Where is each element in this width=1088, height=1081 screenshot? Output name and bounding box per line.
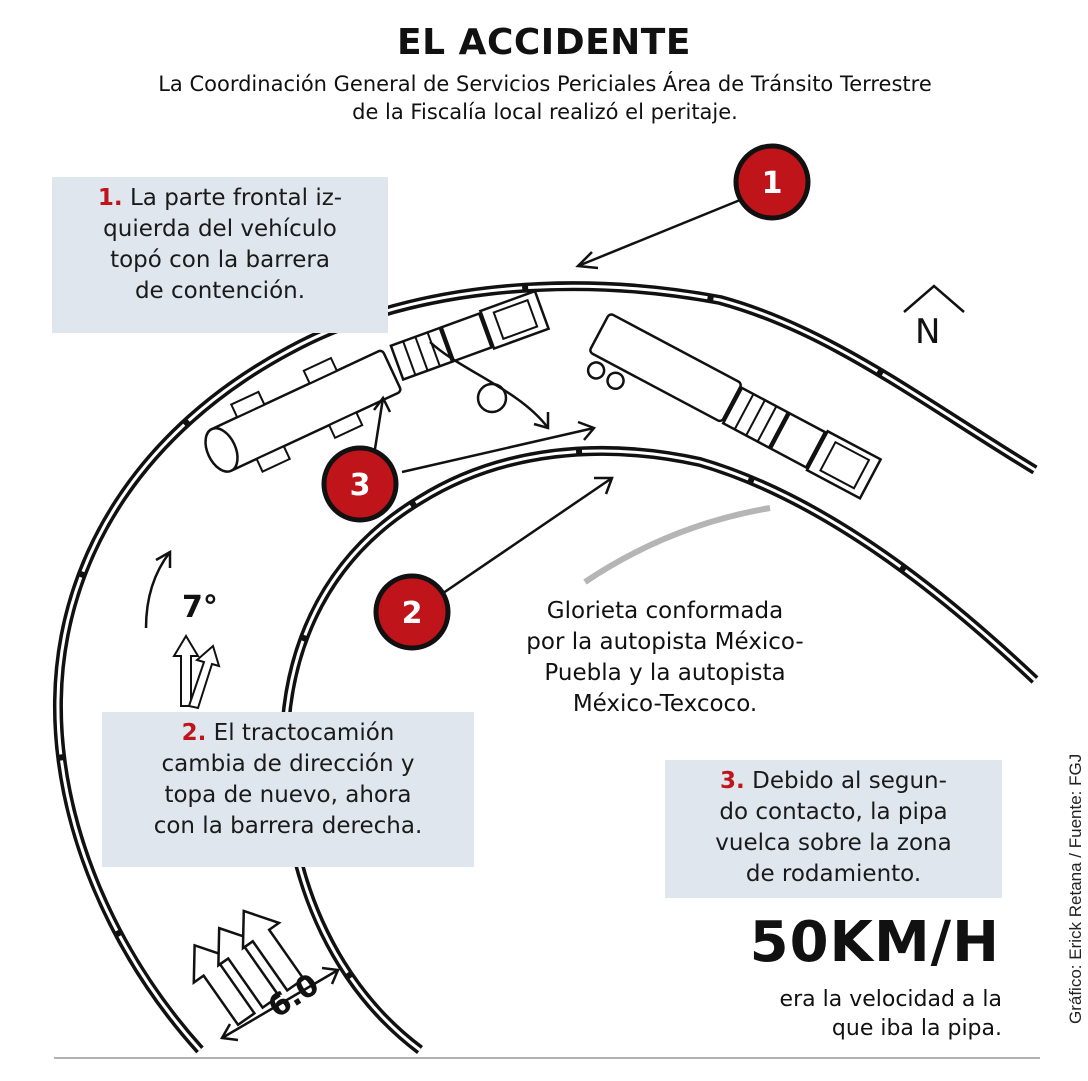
step-2-line-3: topa de nuevo, ahora	[164, 782, 412, 808]
truck-icon	[586, 313, 883, 500]
north-label: N	[915, 312, 941, 352]
north-arrow-icon	[903, 284, 965, 313]
step-3-line-2: do contacto, la pipa	[719, 799, 948, 825]
speed-value: 50KM/H	[749, 910, 1000, 975]
truck-icon	[389, 289, 551, 382]
page-title: EL ACCIDENTE	[397, 22, 691, 63]
step-3-line-1: Debido al segun-	[752, 768, 947, 794]
subtitle-line-2: de la Fiscalía local realizó el peritaje…	[352, 100, 738, 124]
tanker-icon	[204, 349, 402, 473]
step-1-line-2: quierda del vehículo	[103, 216, 337, 242]
leader-line-3b	[401, 426, 595, 474]
marker-3-label: 3	[350, 468, 371, 503]
step-2-line-4: con la barrera derecha.	[153, 813, 423, 839]
trajectory-line	[429, 341, 550, 429]
glorieta-curve	[583, 505, 771, 585]
step-3-line-4: de rodamiento.	[745, 861, 922, 887]
credit-line: Gráfico: Erick Retana / Fuente: FGJ	[1066, 753, 1085, 1024]
step-2-box: 2. El tractocamión cambia de dirección y…	[102, 712, 474, 867]
angled-arrow-icon	[187, 644, 221, 710]
glorieta-line-3: Puebla y la autopista	[544, 660, 786, 686]
marker-2: 2	[373, 573, 451, 651]
glorieta-description: Glorieta conformada por la autopista Méx…	[480, 596, 850, 720]
marker-2-label: 2	[402, 596, 423, 631]
step-1-line-4: de contención.	[134, 278, 306, 304]
leader-line-1	[577, 196, 746, 268]
step-3-line-3: vuelca sobre la zona	[715, 830, 952, 856]
step-2-line-1: El tractocamión	[213, 720, 395, 746]
leader-line-2	[429, 476, 613, 604]
curved-arrow-icon	[144, 551, 171, 629]
speed-caption-line-1: era la velocidad a la	[779, 987, 1002, 1012]
marker-3: 3	[321, 445, 399, 523]
step-3-box: 3. Debido al segun- do contacto, la pipa…	[665, 760, 1002, 898]
lane-arrows-icon	[192, 909, 306, 1027]
speed-caption-line-2: que iba la pipa.	[831, 1016, 1002, 1041]
speed-caption: era la velocidad a la que iba la pipa.	[660, 985, 1002, 1043]
page-subtitle: La Coordinación General de Servicios Per…	[50, 70, 1040, 126]
glorieta-line-4: México-Texcoco.	[572, 691, 758, 717]
marker-1-label: 1	[762, 166, 783, 201]
step-2-number: 2.	[181, 720, 207, 746]
step-1-line-3: topó con la barrera	[110, 247, 330, 273]
step-3-number: 3.	[720, 768, 745, 794]
lane-width-arrow	[221, 968, 339, 1040]
subtitle-line-1: La Coordinación General de Servicios Per…	[158, 72, 932, 96]
glorieta-line-1: Glorieta conformada	[546, 598, 784, 624]
step-2-line-2: cambia de dirección y	[161, 751, 415, 777]
outer-road-edge-dashes	[56, 284, 1036, 1052]
step-1-line-1: La parte frontal iz-	[129, 185, 343, 211]
step-1-number: 1.	[97, 185, 123, 211]
angle-label: 7°	[182, 590, 218, 625]
glorieta-line-2: por la autopista México-	[526, 629, 804, 655]
marker-1: 1	[733, 143, 811, 221]
step-1-box: 1. La parte frontal iz- quierda del vehí…	[52, 177, 388, 333]
inner-road-edge-dashes	[283, 449, 1037, 1052]
